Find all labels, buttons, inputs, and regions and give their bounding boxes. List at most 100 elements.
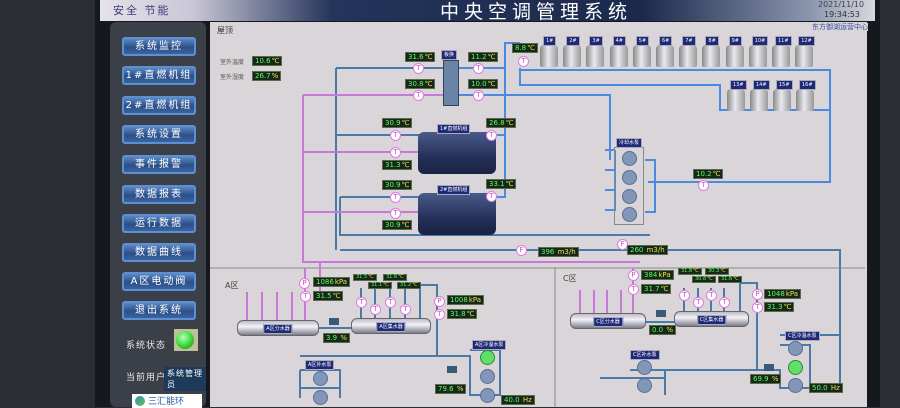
temp-sensor-icon: T (698, 180, 709, 191)
temp-sensor-icon: T (390, 130, 401, 141)
zone-c-return-pressure: 1048kPa (764, 289, 802, 299)
tower-label: 8# (705, 36, 719, 46)
pump-icon[interactable] (788, 341, 803, 356)
pump-icon[interactable] (313, 371, 328, 386)
nav-chiller-2[interactable]: 2#直燃机组 (122, 96, 196, 115)
cooling-tower-icon[interactable] (632, 45, 651, 67)
tower-label: 4# (612, 36, 626, 46)
nav-data-reports[interactable]: 数据报表 (122, 185, 196, 204)
valve-icon[interactable] (764, 364, 774, 371)
tower-label: 2# (566, 36, 580, 46)
temp-sensor-icon: T (752, 302, 763, 313)
system-status-label: 系统状态 (126, 341, 167, 351)
outdoor-temp-readout: 10.6℃ (252, 56, 283, 66)
zone-a-supply-pressure: 1086kPa (313, 277, 351, 287)
temp-sensor-icon: T (385, 297, 396, 308)
temp-sensor-icon: T (300, 291, 311, 302)
cooling-tower-icon[interactable] (725, 45, 744, 67)
zone-a-return-pressure: 1008kPa (447, 295, 485, 305)
hx-hot-out-temp: 30.8℃ (405, 79, 436, 89)
nav-system-settings[interactable]: 系统设置 (122, 125, 196, 144)
logo-text: 三汇能环 (148, 397, 185, 407)
valve-icon[interactable] (447, 366, 457, 373)
flow-sensor-icon: F (516, 245, 527, 256)
logo-icon (135, 396, 145, 406)
cooling-tower-icon[interactable] (586, 45, 605, 67)
pump-running-icon[interactable] (480, 350, 495, 365)
flow-readout-2: 260 m3/h (627, 245, 668, 255)
zone-c-distributor: C区分水器 (570, 313, 646, 329)
nav-run-data[interactable]: 运行数据 (122, 214, 196, 233)
cooling-tower-icon[interactable] (563, 45, 582, 67)
zone-c-supply-pressure: 384kPa (641, 270, 674, 280)
tower-label: 16# (799, 80, 816, 90)
valve-icon[interactable] (656, 310, 666, 317)
zone-c-distributor-label: C区分水器 (593, 317, 623, 327)
cooling-tower-icon[interactable] (748, 45, 767, 67)
zone-c-return-temp: 31.3℃ (764, 302, 795, 312)
roof-title: 屋顶 (217, 26, 233, 35)
nav-zone-a-valve[interactable]: A区电动阀 (122, 272, 196, 291)
tower-label: 5# (635, 36, 650, 46)
app-title: 中央空调管理系统 (440, 1, 633, 23)
temp-sensor-icon: T (473, 63, 484, 74)
cooling-tower-icon[interactable] (727, 89, 745, 111)
cooling-tower-icon[interactable] (796, 89, 814, 111)
zone-a-distributor-label: A区分水器 (263, 324, 293, 334)
pink-pipes (302, 94, 640, 292)
pump-icon[interactable] (622, 189, 637, 204)
cooling-tower-icon[interactable] (773, 89, 791, 111)
cooling-tower-icon[interactable] (772, 45, 790, 67)
pump-icon[interactable] (480, 388, 495, 403)
hx-cold-in-temp: 10.0℃ (468, 79, 499, 89)
pump-icon[interactable] (622, 170, 637, 185)
chiller-1-inlet-temp: 30.9℃ (382, 118, 413, 128)
valve-icon[interactable] (329, 318, 339, 325)
slogan: 安全 节能 (113, 4, 171, 17)
pump-icon[interactable] (788, 378, 803, 393)
pressure-sensor-icon: P (299, 278, 310, 289)
heat-exchanger-label: 板换 (441, 50, 458, 60)
pump-icon[interactable] (313, 390, 328, 405)
cooling-pump-group (614, 147, 644, 225)
sidebar: 系统监控 1#直燃机组 2#直燃机组 系统设置 事件报警 数据报表 运行数据 数… (110, 22, 206, 408)
pump-icon[interactable] (637, 360, 652, 375)
status-indicator-frame (174, 329, 198, 351)
pump-icon[interactable] (637, 378, 652, 393)
zone-a-label: A区 (225, 281, 239, 290)
cooling-tower-icon[interactable] (656, 45, 674, 67)
nav-chiller-1[interactable]: 1#直燃机组 (122, 66, 196, 85)
pump-icon[interactable] (480, 369, 495, 384)
plate-heat-exchanger (443, 60, 459, 106)
zone-c-makeup-pump-label: C区补水泵 (630, 350, 660, 360)
zone-a-circ-pump-label: A区冷温水泵 (472, 340, 507, 350)
tower-label: 6# (659, 36, 673, 46)
pump-icon[interactable] (622, 151, 637, 166)
nav-data-curves[interactable]: 数据曲线 (122, 243, 196, 262)
chiller-1[interactable] (418, 132, 496, 174)
cooling-tower-icon[interactable] (609, 45, 628, 67)
cooling-tower-icon[interactable] (795, 45, 814, 67)
zone-c-collector-label: C区集水器 (696, 315, 727, 325)
zone-a-distributor: A区分水器 (237, 320, 319, 336)
pump-icon[interactable] (622, 207, 637, 222)
tower-label: 3# (589, 36, 603, 46)
chiller-1-label: 1#直燃机组 (437, 124, 471, 134)
zone-c-branch-temp: 31.6℃ (718, 276, 742, 283)
cooling-tower-icon[interactable] (702, 45, 721, 67)
zone-a-branch-temp: 31.1℃ (368, 282, 392, 289)
chiller-2-outlet-temp: 30.9℃ (382, 220, 413, 230)
temp-sensor-icon: T (390, 208, 401, 219)
cooling-tower-icon[interactable] (540, 45, 558, 67)
pump-running-icon[interactable] (788, 360, 803, 375)
temp-sensor-icon: T (518, 56, 529, 67)
zone-c-vfd-percent: 69.9 % (750, 374, 782, 384)
nav-exit-system[interactable]: 退出系统 (122, 301, 196, 320)
cooling-tower-icon[interactable] (750, 89, 768, 111)
zone-a-branch-temp: 31.6℃ (383, 274, 407, 281)
temp-sensor-icon: T (486, 130, 497, 141)
nav-event-alarms[interactable]: 事件报警 (122, 155, 196, 174)
chiller-2[interactable] (418, 193, 496, 235)
nav-system-monitor[interactable]: 系统监控 (122, 37, 196, 56)
cooling-tower-icon[interactable] (679, 45, 698, 67)
